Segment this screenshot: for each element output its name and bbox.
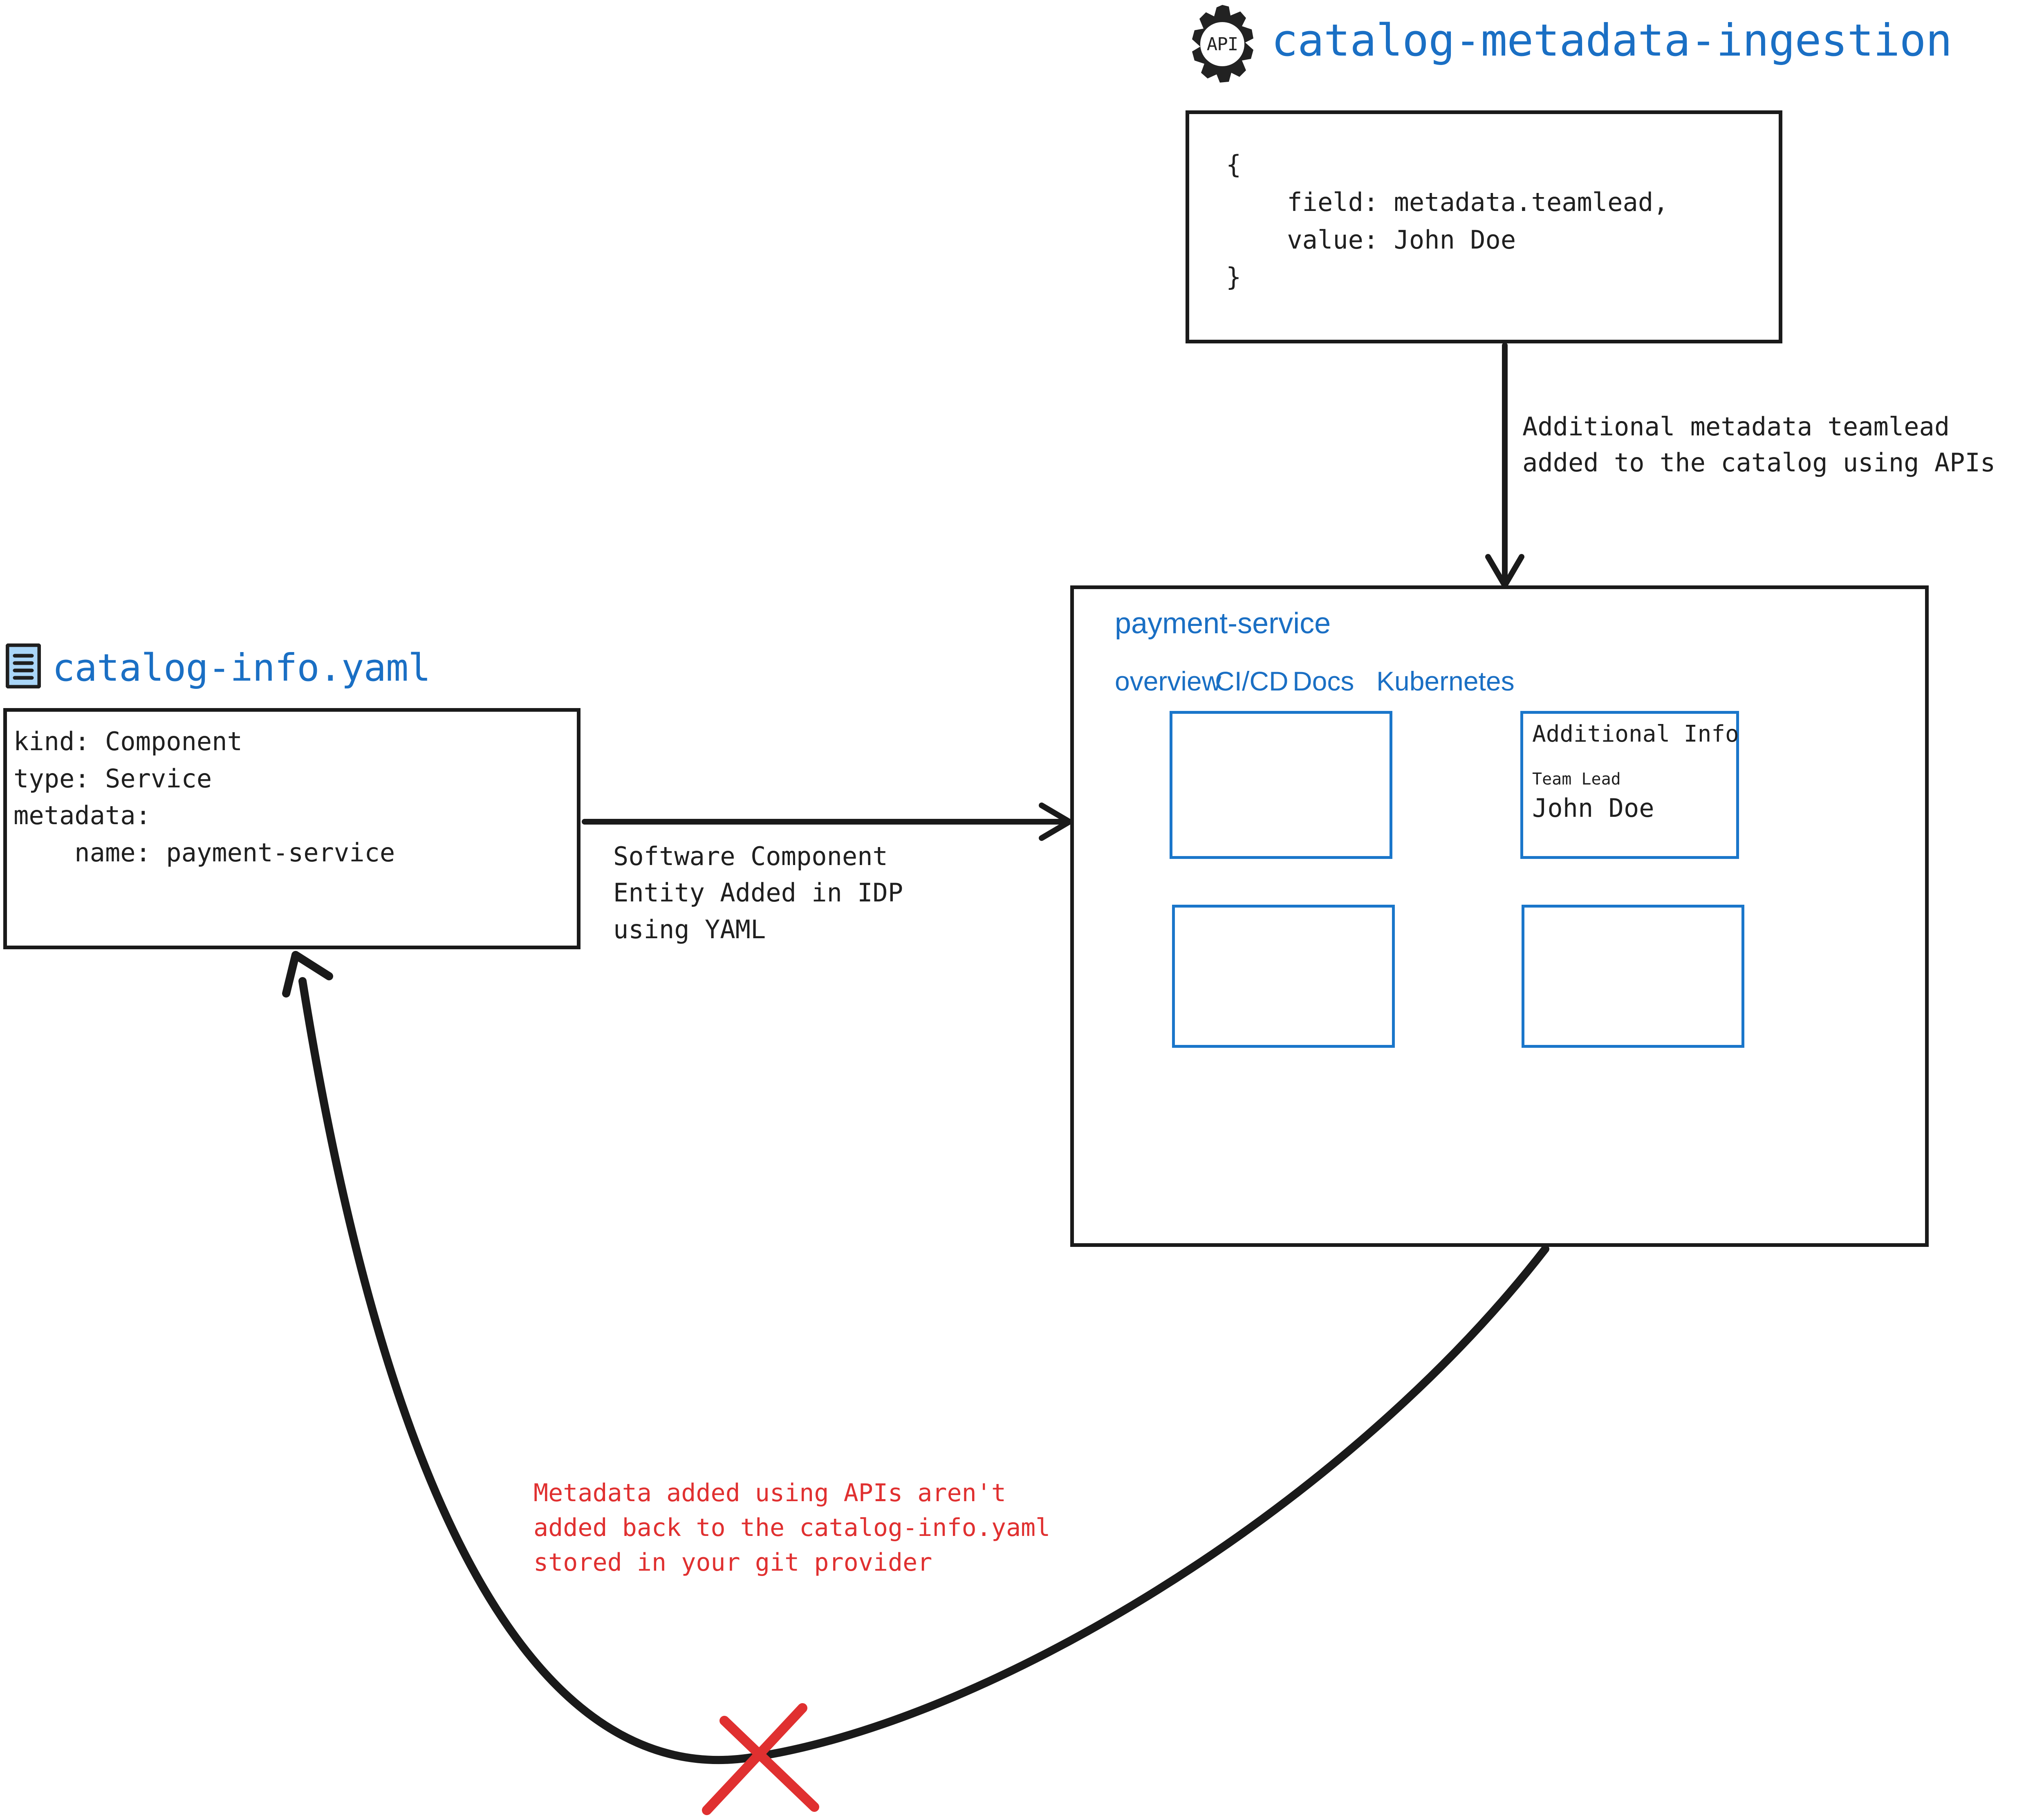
tab-kubernetes[interactable]: Kubernetes xyxy=(1376,666,1515,696)
additional-info-card[interactable]: Additional Info Team Lead John Doe xyxy=(1520,711,1739,859)
yaml-content-box: kind: Component type: Service metadata: … xyxy=(3,708,580,949)
red-x-icon xyxy=(702,1703,819,1815)
yaml-source-header: catalog-info.yaml xyxy=(0,642,593,695)
api-source-header: API catalog-metadata-ingestion xyxy=(1177,0,1952,86)
api-icon-label: API xyxy=(1206,34,1238,55)
panel-tab-bar: overview CI/CD Docs Kubernetes xyxy=(1115,668,1883,696)
yaml-file-icon xyxy=(5,643,41,689)
arrow-label-yaml-to-catalog: Software Component Entity Added in IDP u… xyxy=(613,841,903,944)
arrow-api-to-catalog xyxy=(1485,343,1524,588)
tab-cicd[interactable]: CI/CD xyxy=(1215,666,1289,696)
blocked-sync-warning-note: Metadata added using APIs aren't added b… xyxy=(533,1479,1051,1577)
page-title: payment-service xyxy=(1115,607,1331,640)
tab-docs[interactable]: Docs xyxy=(1293,666,1354,696)
team-lead-label: Team Lead xyxy=(1532,770,1621,789)
bottom-right-card[interactable] xyxy=(1522,905,1744,1048)
api-gear-icon: API xyxy=(1181,3,1263,85)
team-lead-value: John Doe xyxy=(1532,793,1654,823)
tab-overview[interactable]: overview xyxy=(1115,666,1221,696)
additional-info-heading: Additional Info xyxy=(1532,721,1739,747)
bottom-left-card[interactable] xyxy=(1172,905,1395,1048)
overview-card[interactable] xyxy=(1170,711,1392,859)
yaml-content-code: kind: Component type: Service metadata: … xyxy=(13,726,395,868)
arrow-yaml-to-catalog xyxy=(582,803,1072,841)
api-payload-box: { field: metadata.teamlead, value: John … xyxy=(1186,110,1782,343)
api-source-title: catalog-metadata-ingestion xyxy=(1271,15,1952,66)
yaml-source-title: catalog-info.yaml xyxy=(52,646,431,690)
service-catalog-panel: payment-service overview CI/CD Docs Kube… xyxy=(1070,585,1929,1247)
arrow-label-api-to-catalog: Additional metadata teamlead added to th… xyxy=(1522,412,1996,478)
api-payload-code: { field: metadata.teamlead, value: John … xyxy=(1226,150,1669,292)
